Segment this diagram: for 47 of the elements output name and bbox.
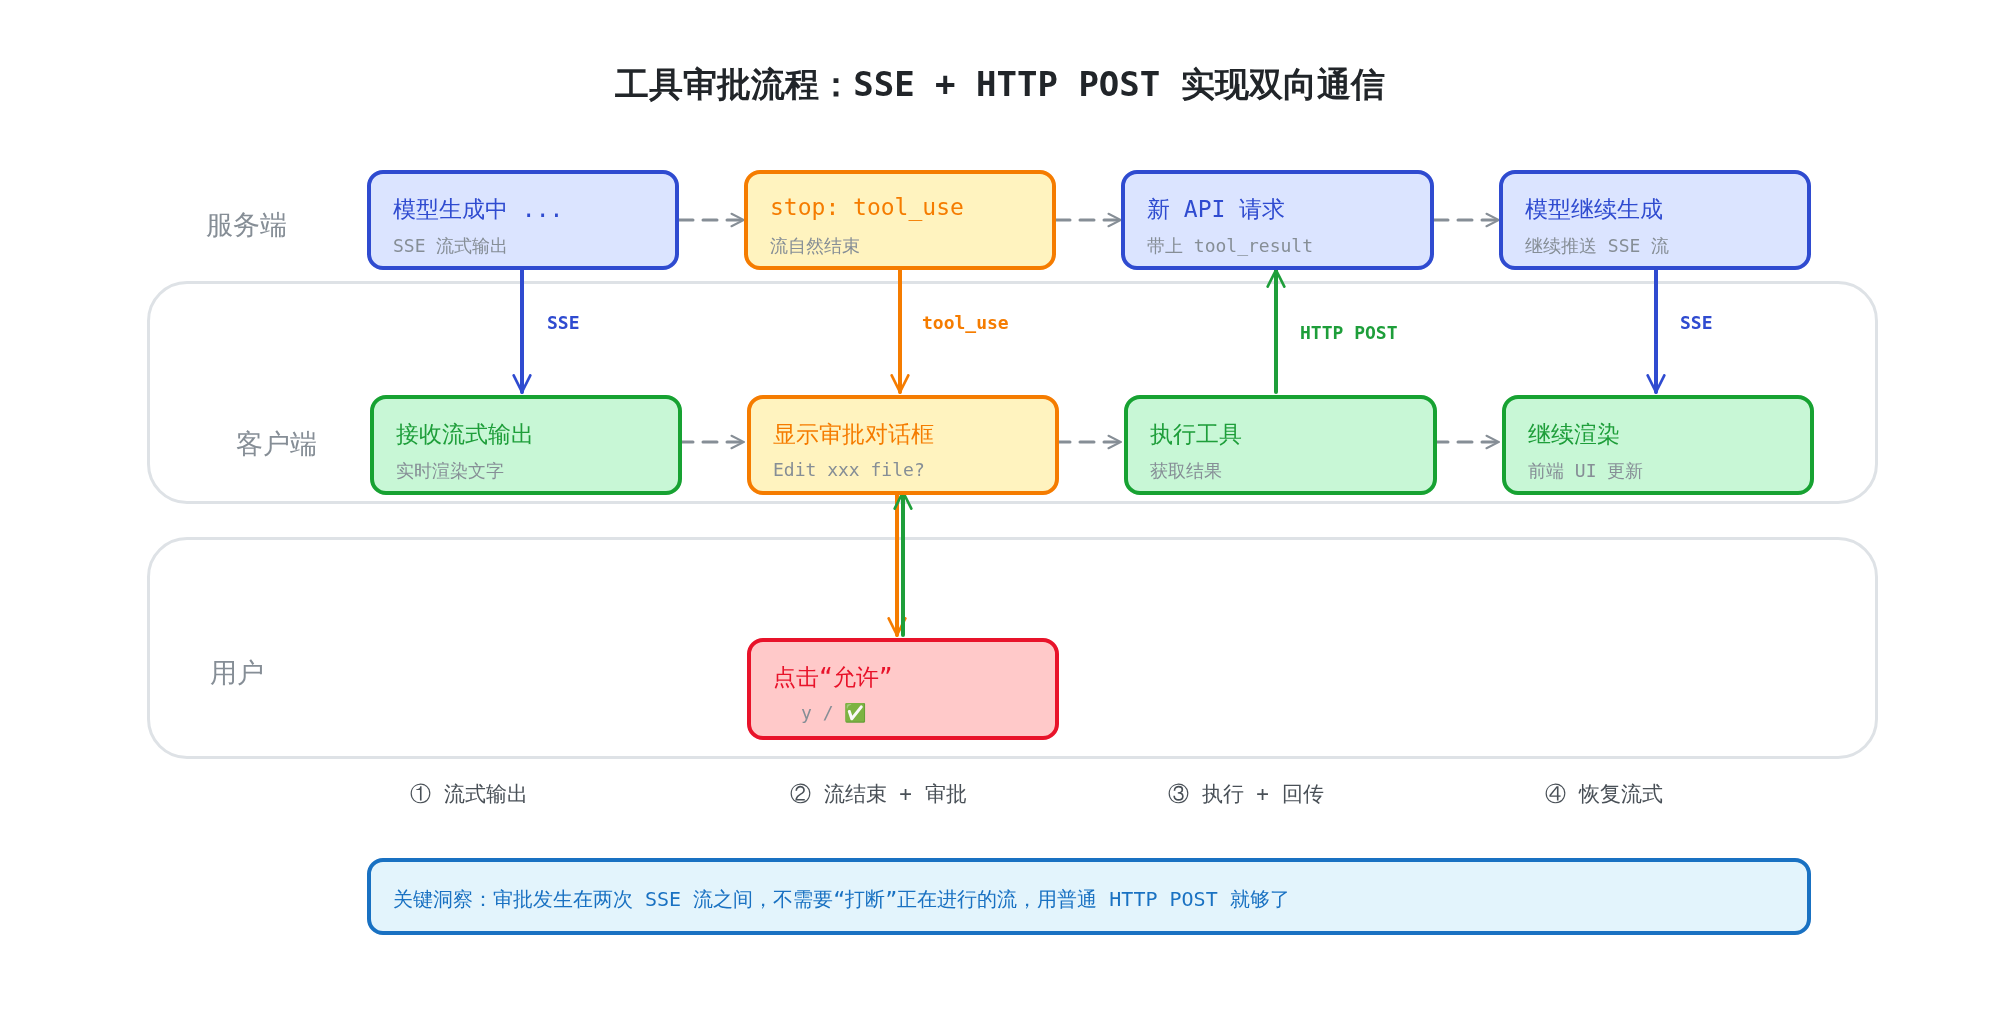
node-title: 模型继续生成 <box>1525 195 1663 224</box>
node-title: stop: tool_use <box>770 194 964 220</box>
lane-label: 客户端 <box>236 427 317 461</box>
step-label: ① 流式输出 <box>410 781 528 808</box>
node-title: 执行工具 <box>1150 420 1242 449</box>
node-title: 显示审批对话框 <box>773 420 934 449</box>
node-subtitle: 前端 UI 更新 <box>1528 459 1644 483</box>
arrow <box>1054 212 1123 228</box>
edge-label: tool_use <box>920 312 1011 333</box>
swimlane-band <box>147 281 1878 504</box>
process-box <box>1502 395 1814 495</box>
step-label: ② 流结束 + 审批 <box>790 781 967 808</box>
node-subtitle: 流自然结束 <box>770 234 860 258</box>
arrow <box>1646 268 1666 394</box>
lane-label: 服务端 <box>206 208 287 242</box>
node-subtitle: SSE 流式输出 <box>393 234 509 258</box>
process-box <box>744 170 1056 270</box>
node-subtitle: 带上 tool_result <box>1147 234 1314 258</box>
node-title: 继续渲染 <box>1528 420 1620 449</box>
arrow <box>677 212 746 228</box>
node-title: 点击“允许” <box>773 663 893 692</box>
node-title: 模型生成中 ... <box>393 195 564 224</box>
note-box <box>367 858 1811 935</box>
process-box <box>1499 170 1811 270</box>
process-box <box>1124 395 1437 495</box>
process-box <box>747 395 1059 495</box>
node-title: 关键洞察：审批发生在两次 SSE 流之间，不需要“打断”正在进行的流，用普通 HTTP POST 就够了 <box>393 886 1290 913</box>
node-subtitle: 实时渲染文字 <box>396 459 504 483</box>
diagram-title: 工具审批流程：SSE + HTTP POST 实现双向通信 <box>614 63 1386 106</box>
node-title: 接收流式输出 <box>396 420 534 449</box>
arrow <box>1432 212 1501 228</box>
node-subtitle: 获取结果 <box>1150 459 1222 483</box>
node-title: 新 API 请求 <box>1147 195 1286 224</box>
arrow <box>1266 268 1286 394</box>
step-label: ③ 执行 + 回传 <box>1168 781 1324 808</box>
process-box <box>1121 170 1434 270</box>
node-subtitle: Edit xxx file? <box>773 459 925 480</box>
process-box <box>367 170 679 270</box>
node-subtitle: 继续推送 SSE 流 <box>1525 234 1670 258</box>
lane-label: 用户 <box>210 656 264 690</box>
arrow <box>890 268 910 394</box>
step-label: ④ 恢复流式 <box>1545 781 1663 808</box>
process-box <box>747 638 1059 740</box>
arrow <box>512 268 532 394</box>
swimlane-band <box>147 537 1878 759</box>
process-box <box>370 395 682 495</box>
node-subtitle: y / ✅ <box>801 702 867 723</box>
